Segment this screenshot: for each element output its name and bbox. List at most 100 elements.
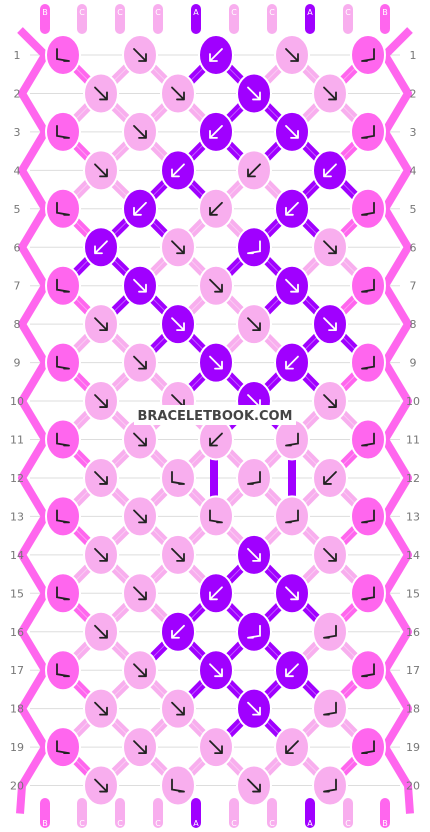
knot-arrow-icon [133, 355, 147, 370]
knot-arrow-icon [323, 471, 337, 485]
knot [83, 764, 119, 807]
bottom-strand-label: C [231, 819, 237, 828]
knot-arrow-icon [94, 317, 108, 332]
knot [122, 110, 158, 153]
knot [312, 456, 348, 499]
knot [160, 687, 196, 730]
row-label-right: 7 [410, 280, 417, 293]
knot [236, 456, 272, 499]
knot [350, 110, 386, 153]
knot [312, 687, 348, 730]
row-label-right: 5 [410, 203, 417, 216]
knot-body [160, 764, 196, 807]
knot-arrow-icon [285, 278, 299, 293]
knot [312, 380, 348, 423]
knot-body [350, 110, 386, 153]
knot-body [350, 726, 386, 769]
bottom-strand-label: C [269, 819, 275, 828]
knot-body [350, 649, 386, 692]
top-strand [229, 4, 239, 34]
knot-arrow-icon [209, 586, 223, 601]
knot-arrow-icon [94, 547, 108, 562]
row-label-left: 6 [14, 241, 21, 254]
row-label-right: 19 [406, 741, 420, 754]
knot [198, 572, 234, 615]
knot [160, 764, 196, 807]
knot [350, 418, 386, 461]
knot-arrow-icon [247, 471, 261, 485]
knot [198, 264, 234, 307]
top-strand-label: C [345, 8, 351, 17]
knot [122, 341, 158, 384]
knot-arrow-icon [285, 48, 299, 62]
knot [350, 264, 386, 307]
knot-arrow-icon [56, 663, 70, 678]
knot-arrow-icon [323, 778, 337, 793]
knot [236, 303, 272, 346]
top-strand [343, 4, 353, 34]
knot-arrow-icon [133, 586, 147, 601]
knot [236, 149, 272, 192]
bottom-strand [229, 798, 239, 828]
knot-arrow-icon [285, 663, 299, 678]
row-label-right: 8 [410, 318, 417, 331]
knot-arrow-icon [323, 86, 337, 101]
knot-arrow-icon [94, 394, 108, 408]
row-label-right: 13 [406, 510, 420, 523]
knot-arrow-icon [323, 624, 337, 639]
knot [350, 649, 386, 692]
knot [45, 34, 81, 76]
knot [350, 341, 386, 384]
top-strand-label: C [231, 8, 237, 17]
knot [198, 649, 234, 692]
knot [350, 572, 386, 615]
knot [274, 495, 310, 538]
bottom-strand-label: A [307, 819, 313, 828]
knot-arrow-icon [133, 740, 147, 754]
row-label-left: 8 [14, 318, 21, 331]
knot-arrow-icon [171, 240, 185, 255]
knot [45, 187, 81, 230]
row-label-right: 11 [406, 434, 420, 447]
knot-arrow-icon [133, 432, 147, 447]
bottom-strand [305, 798, 315, 828]
knot [83, 456, 119, 499]
row-label-left: 9 [14, 357, 21, 370]
knot [274, 264, 310, 307]
knot-body [45, 264, 81, 307]
knot [236, 533, 272, 576]
knot [83, 303, 119, 346]
knot-arrow-icon [323, 240, 337, 255]
knot-arrow-icon [171, 163, 185, 178]
knot-arrow-icon [209, 48, 223, 62]
knot-arrow-icon [56, 509, 70, 524]
knot-body [45, 187, 81, 230]
row-label-left: 16 [10, 626, 24, 639]
knot-body [350, 418, 386, 461]
knot [198, 418, 234, 461]
row-label-right: 3 [410, 126, 417, 139]
knot-body [45, 649, 81, 692]
knot-arrow-icon [171, 471, 185, 485]
knot-arrow-icon [94, 624, 108, 639]
knot-body [350, 187, 386, 230]
knot-arrow-icon [56, 432, 70, 447]
bottom-strand [115, 798, 125, 828]
knot [350, 34, 386, 76]
knot [122, 726, 158, 769]
knot [83, 380, 119, 423]
knot-arrow-icon [323, 547, 337, 562]
knot-arrow-icon [323, 163, 337, 178]
knot-arrow-icon [247, 701, 261, 716]
knot-arrow-icon [361, 509, 375, 524]
knot [160, 303, 196, 346]
top-strand-label: C [117, 8, 123, 17]
row-label-right: 12 [406, 472, 420, 485]
top-strand [115, 4, 125, 34]
row-label-right: 17 [406, 664, 420, 677]
knot-arrow-icon [171, 624, 185, 639]
knot-body [312, 610, 348, 653]
bottom-strand-label: B [382, 819, 388, 828]
